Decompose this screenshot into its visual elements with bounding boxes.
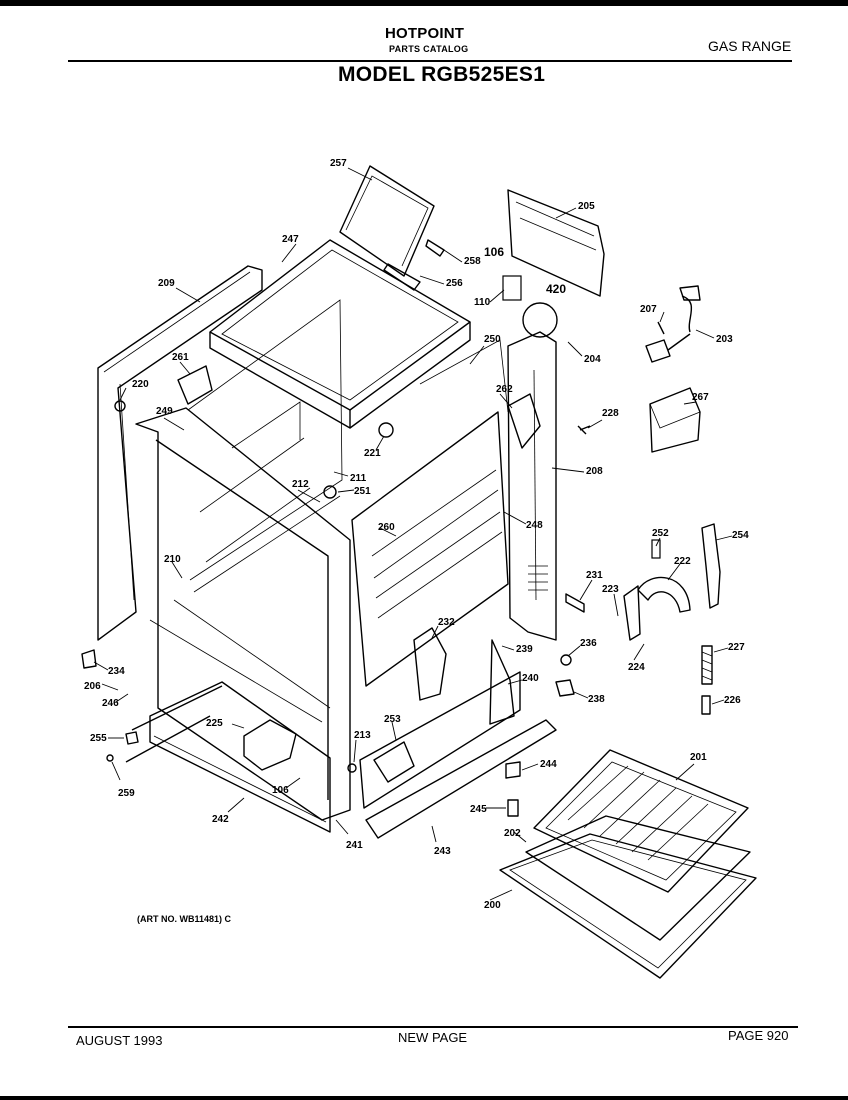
part-number-label: 212 [292,479,309,490]
part-number-label: 256 [446,278,463,289]
part-number-label: 245 [470,804,487,815]
part-number-label: 232 [438,617,455,628]
part-number-label: 254 [732,530,749,541]
part-number-label: 227 [728,642,745,653]
footer-divider [68,1026,798,1028]
part-number-label: 211 [350,473,367,484]
part-number-label: 251 [354,486,371,497]
part-number-label: 201 [690,752,707,763]
page-number: PAGE 920 [728,1028,789,1043]
part-number-label: 253 [384,714,401,725]
part-number-label: 259 [118,788,135,799]
part-number-label: 204 [584,354,601,365]
part-number-label: 226 [724,695,741,706]
part-number-label: 234 [108,666,125,677]
art-number: (ART NO. WB11481) C [137,914,232,924]
oven-body-drawing [97,165,557,839]
part-number-label: 209 [158,278,175,289]
part-number-label: 205 [578,201,595,212]
catalog-date: AUGUST 1993 [76,1033,163,1048]
bottom-border [0,1096,848,1100]
page-type: NEW PAGE [398,1030,468,1045]
part-number-label: 231 [586,570,603,581]
part-number-label: 248 [526,520,543,531]
part-number-label: 240 [522,673,539,684]
part-number-label: 200 [484,900,501,911]
part-number-label: 208 [586,466,603,477]
part-number-label: 106 [484,245,504,259]
part-number-label: 267 [692,392,709,403]
part-number-label: 242 [212,814,229,825]
part-number-label: 261 [172,352,189,363]
part-number-label: 106 [272,785,289,796]
part-number-label: 243 [434,846,451,857]
top-border [0,0,848,6]
small-parts-drawing [81,189,721,817]
brand-name: HOTPOINT [385,25,465,42]
broiler-and-rack-drawing [499,749,757,979]
part-number-label: 236 [580,638,597,649]
part-number-label: 210 [164,554,181,565]
part-number-label: 258 [464,256,481,267]
part-number-label: 262 [496,384,513,395]
part-number-label: 249 [156,406,173,417]
part-number-label: 260 [378,522,395,533]
part-number-labels: 257 205 247 106 258 209 256 420 110 207 … [84,158,749,911]
part-number-label: 206 [84,681,101,692]
part-number-label: 222 [674,556,691,567]
part-number-label: 202 [504,828,521,839]
part-number-label: 420 [546,282,566,296]
part-number-label: 239 [516,644,533,655]
part-number-label: 207 [640,304,657,315]
model-title: MODEL RGB525ES1 [338,63,546,86]
part-number-label: 224 [628,662,645,673]
part-number-label: 247 [282,234,299,245]
part-number-label: 221 [364,448,381,459]
part-number-label: 223 [602,584,619,595]
part-number-label: 238 [588,694,605,705]
part-number-label: 255 [90,733,107,744]
appliance-category: GAS RANGE [708,38,792,54]
part-number-label: 244 [540,759,557,770]
part-number-label: 228 [602,408,619,419]
part-number-label: 110 [474,297,491,308]
catalog-label: PARTS CATALOG [389,44,469,54]
part-number-label: 250 [484,334,501,345]
part-number-label: 213 [354,730,371,741]
part-number-label: 257 [330,158,347,169]
part-number-label: 220 [132,379,149,390]
part-number-label: 252 [652,528,669,539]
leader-lines [93,167,733,901]
header-divider [68,60,792,62]
part-number-label: 203 [716,334,733,345]
part-number-label: 225 [206,718,223,729]
part-number-label: 241 [346,840,363,851]
part-number-label: 246 [102,698,119,709]
